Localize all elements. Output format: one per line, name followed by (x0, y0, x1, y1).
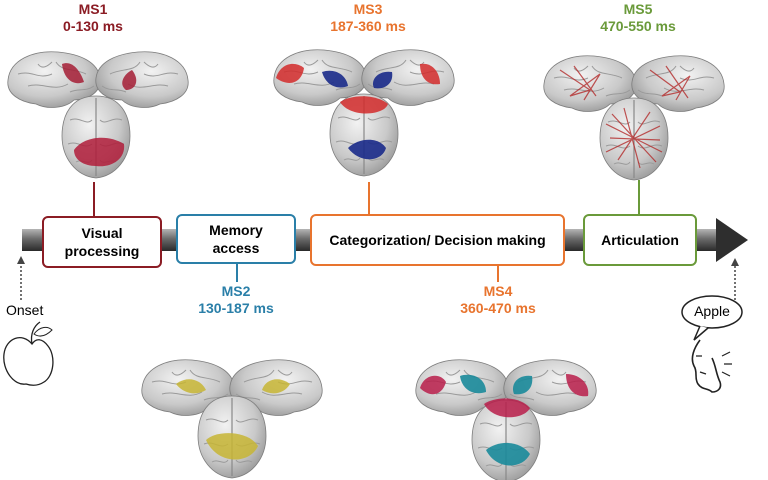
ms3-label: MS3 187-360 ms (310, 1, 426, 35)
speech-bubble (681, 295, 743, 341)
ms2-brain-group (141, 359, 323, 479)
apple-icon (3, 321, 54, 386)
ms2-name: MS2 (221, 283, 251, 299)
ms1-time: 0-130 ms (63, 18, 123, 34)
stage-memory-access-label: Memory access (209, 222, 263, 256)
stage-categorization: Categorization/ Decision making (310, 214, 565, 266)
onset-label: Onset (6, 302, 44, 318)
ms3-time: 187-360 ms (330, 18, 406, 34)
ms3-name: MS3 (353, 1, 383, 17)
ms4-connector (497, 266, 499, 282)
ms4-time: 360-470 ms (460, 300, 536, 316)
ms1-label: MS1 0-130 ms (48, 1, 138, 35)
ms3-brain-group (273, 49, 455, 177)
speech-word: Apple (694, 303, 730, 319)
ms4-brain-group (415, 359, 597, 480)
ms4-label: MS4 360-470 ms (440, 283, 556, 317)
ms5-time: 470-550 ms (600, 18, 676, 34)
ms1-brain-group (7, 51, 189, 179)
stage-visual-processing: Visual processing (42, 216, 162, 268)
ms2-label: MS2 130-187 ms (178, 283, 294, 317)
ms4-name: MS4 (483, 283, 513, 299)
ms5-brain-group (543, 55, 725, 181)
stage-memory-access: Memory access (176, 214, 296, 264)
ms2-connector (236, 262, 238, 282)
ms5-label: MS5 470-550 ms (580, 1, 696, 35)
ms1-connector (93, 182, 95, 216)
ms5-connector (638, 180, 640, 216)
ms2-time: 130-187 ms (198, 300, 274, 316)
stage-categorization-label: Categorization/ Decision making (329, 232, 546, 248)
ms3-connector (368, 182, 370, 216)
ms5-name: MS5 (623, 1, 653, 17)
ms1-name: MS1 (78, 1, 108, 17)
speaking-head-icon (691, 339, 732, 393)
stage-articulation: Articulation (583, 214, 697, 266)
stage-visual-processing-label: Visual processing (64, 225, 140, 259)
stage-articulation-label: Articulation (601, 232, 679, 248)
